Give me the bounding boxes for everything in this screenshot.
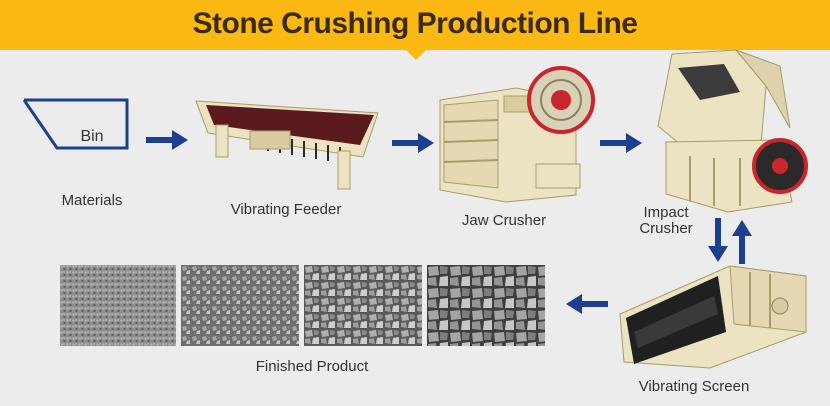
page-title: Stone Crushing Production Line — [192, 7, 639, 40]
bidirectional-vertical-arrow-icon — [708, 218, 752, 264]
small-gravel-image — [181, 265, 299, 346]
jaw-crusher-label: Jaw Crusher — [461, 212, 547, 229]
coarse-gravel-image — [427, 265, 545, 346]
vibrating-screen-image — [619, 265, 807, 369]
bin-icon — [22, 98, 129, 150]
vibrating-feeder-image — [195, 100, 379, 190]
medium-gravel-image — [304, 265, 422, 346]
jaw-crusher-image — [439, 66, 595, 203]
materials-label: Materials — [61, 192, 123, 209]
finished-product-label: Finished Product — [255, 358, 369, 375]
vibrating-feeder-label: Vibrating Feeder — [230, 201, 342, 218]
impact-crusher-label-line1: Impact — [643, 204, 689, 221]
arrow-right-icon — [392, 133, 434, 153]
arrow-right-icon — [146, 130, 188, 150]
impact-crusher-label-line2: Crusher — [639, 220, 693, 237]
header-notch — [406, 50, 426, 60]
bin-label: Bin — [80, 128, 104, 145]
arrow-left-icon — [566, 294, 608, 314]
arrow-right-icon — [600, 133, 642, 153]
impact-crusher-image — [657, 48, 808, 213]
fine-gravel-image — [60, 265, 176, 346]
vibrating-screen-label: Vibrating Screen — [638, 378, 750, 395]
header-banner — [0, 0, 830, 50]
